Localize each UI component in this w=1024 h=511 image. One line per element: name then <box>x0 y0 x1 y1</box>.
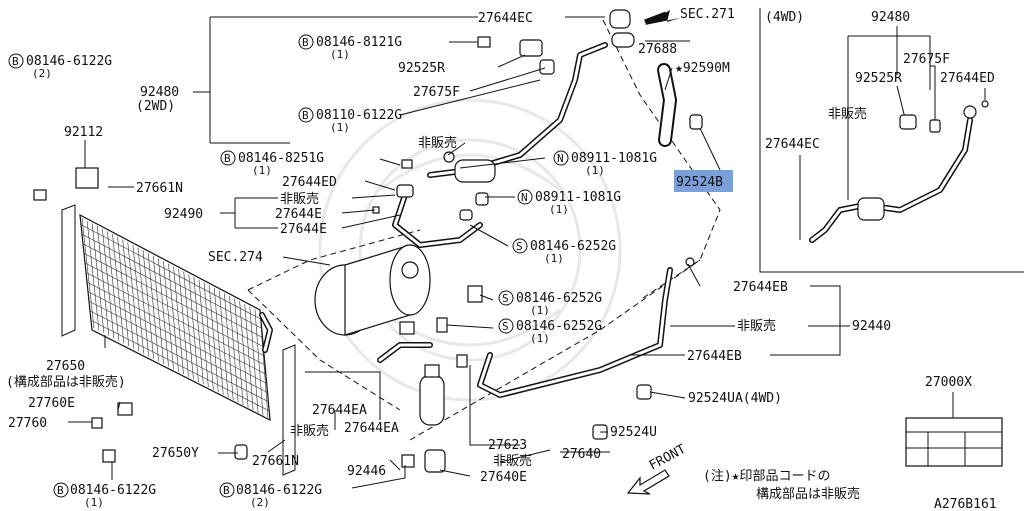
highlight-92524B <box>674 170 733 192</box>
label-08110-6122G[interactable]: 08110-6122G <box>316 108 402 123</box>
leader-lines <box>68 16 850 489</box>
front-arrow: FRONT <box>626 442 689 495</box>
condenser-core <box>80 217 270 419</box>
label-27644EA-a[interactable]: 27644EA <box>312 403 367 418</box>
label-hihanbai-2: 非販売 <box>280 191 319 207</box>
qty-08911-1081G-b: (1) <box>549 203 569 216</box>
note-line-1: (注)★印部品コードの <box>703 469 830 484</box>
label-27650-note: (構成部品は非販売) <box>6 374 126 390</box>
label-92112[interactable]: 92112 <box>64 125 103 140</box>
label-sec-274: SEC.274 <box>208 250 263 265</box>
qty-08146-6252G-a: (1) <box>544 252 564 265</box>
label-kit-27000X: 27000X <box>905 375 1003 467</box>
mark-nut-b: N <box>521 191 528 204</box>
label-08146-6122G-bl[interactable]: 08146-6122G <box>70 483 156 498</box>
pipes <box>259 42 677 398</box>
label-27640[interactable]: 27640 <box>562 447 601 462</box>
label-92446[interactable]: 92446 <box>347 464 386 479</box>
label-27644EC[interactable]: 27644EC <box>478 11 533 26</box>
qty-08146-6122G-tl: (2) <box>32 67 52 80</box>
qty-08146-6122G-bm: (2) <box>250 496 270 509</box>
label-27650Y[interactable]: 27650Y <box>152 446 199 461</box>
label-27650[interactable]: 27650 <box>46 359 85 374</box>
note: (注)★印部品コードの 構成部品は非販売 <box>703 469 860 502</box>
label-sec-271: SEC.271 <box>680 7 735 22</box>
label-27661N-bot[interactable]: 27661N <box>252 454 299 469</box>
label-08146-6252G-b[interactable]: 08146-6252G <box>516 291 602 306</box>
mark-screw-b: S <box>502 292 509 305</box>
label-hihanbai-5: 非販売 <box>493 453 532 469</box>
mark-bolt-bl: B <box>57 484 64 497</box>
mark-screw-a: S <box>516 240 523 253</box>
note-line-2: 構成部品は非販売 <box>756 486 860 502</box>
mark-bolt-6122: B <box>302 109 309 122</box>
inset-title: (4WD) <box>765 10 804 25</box>
inset-label-92480: 92480 <box>871 10 910 25</box>
label-front: FRONT <box>647 442 689 474</box>
label-08911-1081G-a[interactable]: 08911-1081G <box>571 151 657 166</box>
label-27675F[interactable]: 27675F <box>413 85 460 100</box>
label-92590M[interactable]: ★92590M <box>675 61 730 76</box>
label-08146-8121G[interactable]: 08146-8121G <box>316 35 402 50</box>
reference-marks: B B B B N N S S S B B <box>8 34 569 498</box>
label-08146-6122G-bm[interactable]: 08146-6122G <box>236 483 322 498</box>
label-92524U[interactable]: 92524U <box>610 425 657 440</box>
label-92524UA[interactable]: 92524UA(4WD) <box>688 391 782 406</box>
label-27760E[interactable]: 27760E <box>28 396 75 411</box>
qty-08146-8121G: (1) <box>330 48 350 61</box>
label-hihanbai-1: 非販売 <box>418 135 457 151</box>
qty-08146-8251G: (1) <box>252 164 272 177</box>
qty-08110-6122G: (1) <box>330 121 350 134</box>
mark-bolt-8251: B <box>224 152 231 165</box>
qty-08911-1081G-a: (1) <box>585 164 605 177</box>
label-92490[interactable]: 92490 <box>164 207 203 222</box>
part-labels: 27644EC 08146-8121G (1) 92525R 27675F 92… <box>6 11 891 509</box>
inset-label-hihanbai: 非販売 <box>828 106 867 122</box>
label-27644E-b[interactable]: 27644E <box>280 222 327 237</box>
label-08146-6252G-a[interactable]: 08146-6252G <box>530 239 616 254</box>
label-27000X[interactable]: 27000X <box>925 375 972 390</box>
label-27688[interactable]: 27688 <box>638 42 677 57</box>
label-27640E[interactable]: 27640E <box>480 470 527 485</box>
mark-bolt-tl: B <box>12 55 19 68</box>
label-27644ED[interactable]: 27644ED <box>282 175 337 190</box>
inset-label-27644EC: 27644EC <box>765 137 820 152</box>
inset-label-92525R: 92525R <box>855 71 902 86</box>
fittings <box>33 9 703 468</box>
qty-08146-6252G-b: (1) <box>530 304 550 317</box>
figure-code: A276B161 <box>934 497 997 511</box>
qty-08146-6122G-bl: (1) <box>84 496 104 509</box>
label-92480[interactable]: 92480 <box>140 85 179 100</box>
label-27623[interactable]: 27623 <box>488 438 527 453</box>
label-08146-6122G-tl[interactable]: 08146-6122G <box>26 54 112 69</box>
sec-271-arrow: SEC.271 <box>644 7 735 25</box>
label-08146-8251G[interactable]: 08146-8251G <box>238 151 324 166</box>
inset-4wd: (4WD) 92480 27675F 92525R 27644ED 非販売 27… <box>759 8 1024 273</box>
inset-label-27644ED: 27644ED <box>940 71 995 86</box>
label-92480-2wd: (2WD) <box>136 99 175 114</box>
condenser <box>61 204 296 476</box>
inset-label-27675F: 27675F <box>903 52 950 67</box>
label-hihanbai-3: 非販売 <box>737 318 776 334</box>
label-27661N-top[interactable]: 27661N <box>136 181 183 196</box>
mark-bolt-8121: B <box>302 36 309 49</box>
label-27644EA-b[interactable]: 27644EA <box>344 421 399 436</box>
label-27644EB-a[interactable]: 27644EB <box>733 280 788 295</box>
label-92525R[interactable]: 92525R <box>398 61 445 76</box>
mark-nut-a: N <box>557 152 564 165</box>
label-27644E-a[interactable]: 27644E <box>275 207 322 222</box>
label-08146-6252G-c[interactable]: 08146-6252G <box>516 319 602 334</box>
receiver-drier <box>419 364 446 473</box>
mark-screw-c: S <box>502 320 509 333</box>
label-27760[interactable]: 27760 <box>8 416 47 431</box>
label-27644EB-b[interactable]: 27644EB <box>687 349 742 364</box>
label-hihanbai-4: 非販売 <box>290 423 329 439</box>
label-08911-1081G-b[interactable]: 08911-1081G <box>535 190 621 205</box>
label-92440[interactable]: 92440 <box>852 319 891 334</box>
qty-08146-6252G-c: (1) <box>530 332 550 345</box>
mark-bolt-bm: B <box>223 484 230 497</box>
label-92524B[interactable]: 92524B <box>676 175 723 190</box>
compressor <box>314 244 431 336</box>
